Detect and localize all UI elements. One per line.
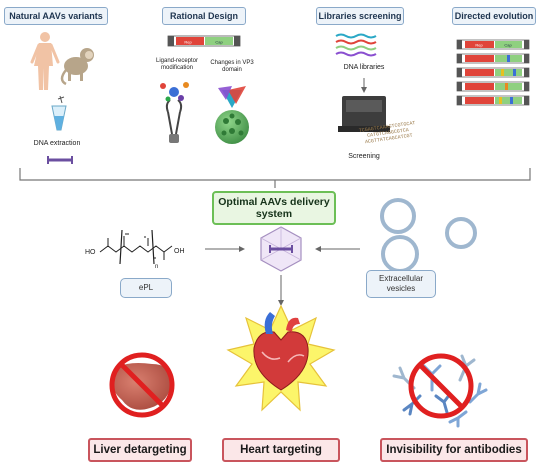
cap-label-evolution: Cap	[504, 43, 512, 48]
no-symbol-antibodies-icon	[408, 353, 474, 419]
heart-icon	[253, 312, 309, 391]
outcome-invisibility-antibodies: Invisibility for antibodies	[380, 438, 528, 462]
vp3-domain-icon	[218, 86, 246, 108]
human-icon	[30, 32, 60, 90]
label-screening: Screening	[348, 153, 380, 160]
label-dna-libraries: DNA libraries	[343, 64, 385, 71]
cap-label-rational: Cap	[215, 40, 223, 45]
monkey-icon	[60, 48, 94, 86]
vesicles-icon	[380, 198, 477, 273]
aav-capsid-icon	[215, 110, 249, 144]
test-tube-icon	[51, 95, 67, 131]
epl-box: ePL	[120, 278, 172, 298]
dna-fragment-icon	[47, 156, 73, 164]
optimal-aavs-box: Optimal AAVs delivery system	[212, 191, 336, 225]
header-libraries-screening: Libraries screening	[316, 7, 404, 25]
dna-libraries-icon	[335, 33, 377, 57]
plasmid-rep-cap-rational	[167, 35, 241, 47]
outcome-heart-targeting: Heart targeting	[222, 438, 340, 462]
receptor-icon	[160, 82, 189, 143]
header-natural-aavs: Natural AAVs variants	[4, 7, 108, 25]
rep-label-rational: Rep	[184, 40, 192, 45]
aav-vector-icon	[260, 226, 302, 272]
panel-bracket	[19, 168, 531, 188]
oh-label: OH	[174, 248, 185, 255]
no-symbol-liver-icon	[109, 352, 175, 418]
epl-structure	[99, 229, 173, 265]
header-rational-design: Rational Design	[162, 7, 246, 25]
rep-label-evolution: Rep	[475, 43, 483, 48]
header-directed-evolution: Directed evolution	[452, 7, 536, 25]
extracellular-vesicles-box: Extracellular vesicles	[366, 270, 436, 298]
label-dna-extraction: DNA extraction	[33, 140, 81, 147]
sequencer-icon	[338, 96, 390, 132]
evolution-plasmids	[456, 39, 530, 106]
subscript-n-label: n	[155, 264, 158, 270]
label-vp3-domain: Changes in VP3 domain	[210, 60, 254, 73]
ho-label: HO	[85, 249, 96, 256]
label-ligand-receptor: Ligand-receptor modification	[155, 58, 199, 71]
outcome-liver-detargeting: Liver detargeting	[88, 438, 192, 462]
